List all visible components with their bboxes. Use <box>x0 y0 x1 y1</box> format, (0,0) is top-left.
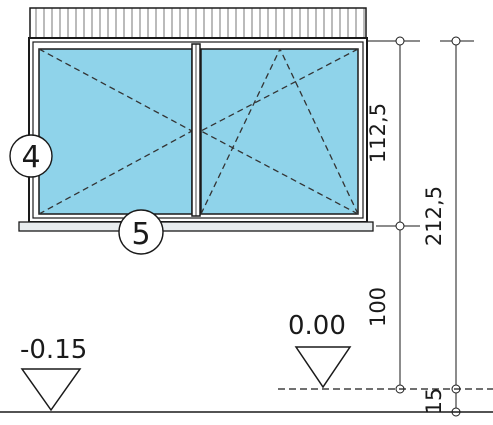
level-label-left: -0.15 <box>20 335 87 365</box>
center-mullion <box>191 43 201 217</box>
callout-5-label: 5 <box>131 217 150 252</box>
callout-5-icon: 5 <box>118 209 164 255</box>
level-marker-left-icon: -0.15 <box>20 335 87 412</box>
window-sill <box>18 221 374 232</box>
right-sash <box>200 48 359 215</box>
dimension-label-parapet-height: 100 <box>366 287 390 327</box>
dimension-label-window-height: 112,5 <box>366 103 390 163</box>
callout-4-label: 4 <box>21 140 40 175</box>
level-label-right: 0.00 <box>288 311 346 341</box>
callout-4-icon: 4 <box>9 134 53 178</box>
shutter-box-icon <box>29 7 367 39</box>
level-marker-right-icon: 0.00 <box>288 311 352 389</box>
dimension-line-window <box>366 36 420 394</box>
dimension-label-total-height: 212,5 <box>422 186 446 246</box>
left-sash <box>38 48 193 215</box>
dimension-label-offset: 15 <box>422 388 446 415</box>
